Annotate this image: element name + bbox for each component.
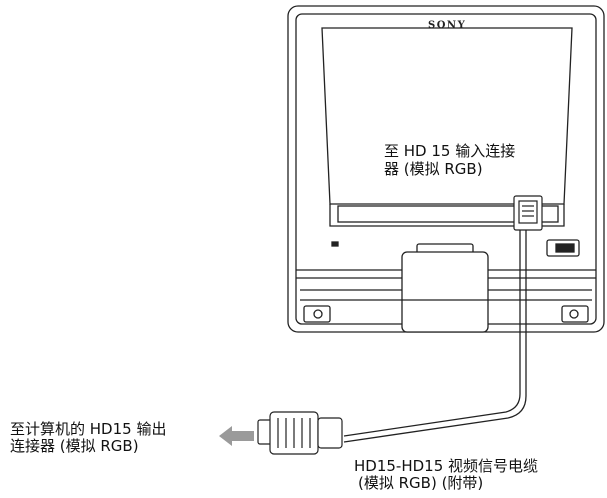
monitor-input-label-line1: 至 HD 15 输入连接 (384, 142, 516, 160)
video-signal-cable (343, 230, 527, 443)
monitor-hd15-input-port (513, 195, 543, 231)
hd15-cable-connector (257, 411, 343, 455)
direction-arrow-icon (219, 426, 254, 446)
cable-label-line1: HD15-HD15 视频信号电缆 (354, 457, 539, 475)
computer-output-label-line1: 至计算机的 HD15 输出 (10, 420, 167, 438)
cable-label-line2: (模拟 RGB) (附带) (358, 474, 484, 492)
computer-output-label-line2: 连接器 (模拟 RGB) (10, 437, 139, 455)
monitor-input-label-line2: 器 (模拟 RGB) (384, 160, 483, 178)
monitor-brand-logo: SONY (428, 20, 467, 31)
monitor-stand (401, 243, 489, 333)
